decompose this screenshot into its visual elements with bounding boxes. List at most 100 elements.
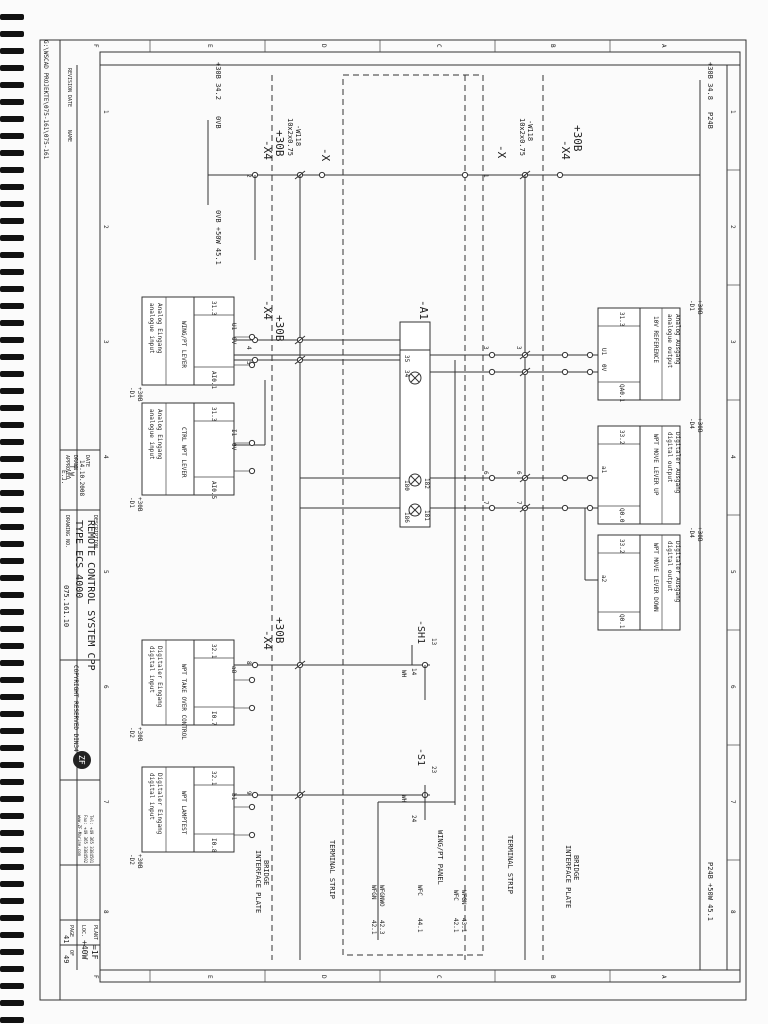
module-address: 31.3 xyxy=(210,407,217,422)
terminal-number: 8 xyxy=(245,661,252,665)
binding-ring xyxy=(0,31,24,37)
module-pin: U1 xyxy=(230,323,237,331)
terminal-number: 3 xyxy=(482,346,489,350)
signal-label: WFGN xyxy=(460,890,467,905)
terminal xyxy=(461,171,469,179)
terminal-number: 14 xyxy=(410,668,417,676)
plant-label: PLANT xyxy=(92,925,98,940)
grid-row-marker: A xyxy=(660,44,667,48)
a1-pin: 35 xyxy=(403,355,410,363)
binding-ring xyxy=(0,490,24,496)
a1-pin: 181 xyxy=(423,510,430,521)
cable-label: -W118 xyxy=(526,120,534,141)
terminal xyxy=(248,676,256,684)
rail-signal: 0VB xyxy=(214,116,222,129)
module-id: -D4 xyxy=(688,418,695,429)
rail-label: +30B 34.2 xyxy=(214,62,222,100)
terminal-tick xyxy=(519,473,531,483)
terminal xyxy=(248,831,256,839)
binding-ring xyxy=(0,82,24,88)
binding-ring xyxy=(0,677,24,683)
page-border xyxy=(39,39,747,1001)
a1-pin: 34 xyxy=(403,370,410,378)
module-name: WPT MOVE LEVER DOWN xyxy=(652,543,659,612)
module-name: WPT MOVE LEVER UP xyxy=(652,434,659,496)
terminal xyxy=(248,361,256,369)
binding-ring xyxy=(0,303,24,309)
binding-ring xyxy=(0,694,24,700)
binding-ring xyxy=(0,626,24,632)
terminal xyxy=(561,504,569,512)
terminal xyxy=(251,356,259,364)
binding-ring xyxy=(0,133,24,139)
binding-ring xyxy=(0,354,24,360)
signal-ref: 43.1 xyxy=(460,918,467,933)
binding-ring xyxy=(0,201,24,207)
terminal-tick xyxy=(294,335,306,345)
module-box xyxy=(141,402,195,496)
grid-col-marker: 3 xyxy=(102,340,109,344)
x4-name: -X4 xyxy=(261,300,274,320)
binding-ring xyxy=(0,99,24,105)
grid-col-marker: 7 xyxy=(729,800,736,804)
binding-ring xyxy=(0,864,24,870)
drawn-label: DRAWN xyxy=(72,455,78,470)
module-name: WING/PT LEVER xyxy=(180,321,187,368)
wire-color: WH xyxy=(400,670,407,678)
signal-label: WFGN xyxy=(370,885,377,900)
terminal-number: 23 xyxy=(430,766,437,774)
binding-ring xyxy=(0,422,24,428)
module-desc: Digitaler Ausgang xyxy=(674,541,681,603)
date-value: 14.10.2008 xyxy=(78,460,85,497)
signal-ref: 42.1 xyxy=(452,918,459,933)
binding-ring xyxy=(0,524,24,530)
panel-label: WING/PT PANEL xyxy=(436,830,444,885)
grid-col-marker: 3 xyxy=(729,340,736,344)
title-line-2: TYPE ECS 4000 xyxy=(73,520,84,598)
module-pin: 0V xyxy=(230,337,237,345)
terminal xyxy=(488,474,496,482)
module-desc: Digitaler Eingang xyxy=(156,646,163,708)
grid-row-marker: A xyxy=(660,975,667,979)
sh1-name: -SH1 xyxy=(415,620,426,644)
terminal xyxy=(586,351,594,359)
binding-ring xyxy=(0,592,24,598)
grid-col-marker: 5 xyxy=(102,570,109,574)
module-id: -D1 xyxy=(128,497,135,508)
module-pins xyxy=(597,534,641,631)
terminal-number: 24 xyxy=(410,815,417,823)
grid-row-marker: B xyxy=(549,975,556,979)
binding-ring xyxy=(0,830,24,836)
binding-ring xyxy=(0,320,24,326)
module-name: WPT LAMPTEST xyxy=(180,791,187,835)
a1-name: -A1 xyxy=(417,300,430,320)
binding-ring xyxy=(0,847,24,853)
binding-ring xyxy=(0,728,24,734)
binding-ring xyxy=(0,439,24,445)
module-pin: 0V xyxy=(600,364,607,372)
company-line-1: Tel: +49 365 3384501 xyxy=(89,815,94,864)
module-desc: analogue output xyxy=(666,314,673,369)
terminal xyxy=(586,474,594,482)
terminal-number: 3 xyxy=(515,346,522,350)
binding-ring xyxy=(0,575,24,581)
x4-location: +30B xyxy=(571,125,584,152)
binding-ring xyxy=(0,881,24,887)
terminal xyxy=(318,171,326,179)
module-desc: digital input xyxy=(148,773,155,820)
rail-label: 0VB +50W 45.1 xyxy=(214,210,222,265)
lamp-icon-3 xyxy=(408,503,422,517)
grid-row-marker: E xyxy=(206,44,213,48)
title-block: REVISION DATE NAME DATE 14.10.2008 DRAWN… xyxy=(42,40,100,1000)
rail-label: +30B 34.8 xyxy=(706,62,714,100)
module-io: I0.8 xyxy=(210,838,217,853)
revision-label: REVISION xyxy=(66,68,72,92)
terminal xyxy=(248,439,256,447)
terminal-tick xyxy=(519,367,531,377)
terminal-tick xyxy=(294,660,306,670)
grid-row-marker: E xyxy=(206,975,213,979)
